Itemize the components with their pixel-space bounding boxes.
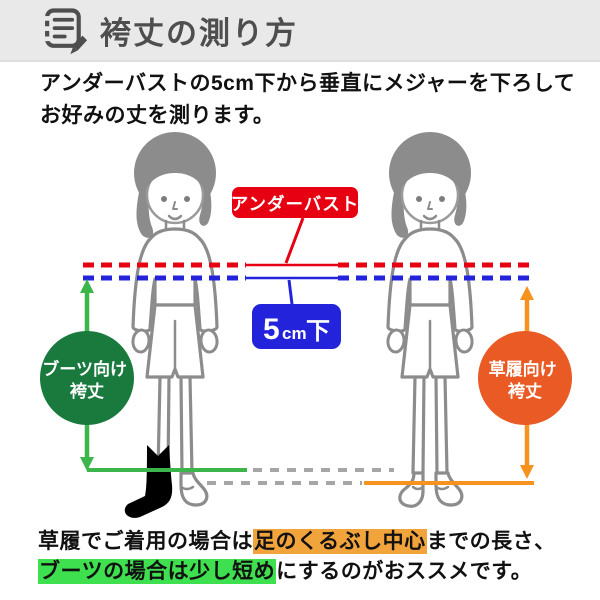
footer-line1-highlight: 足のくるぶし中心 [253,529,427,554]
fivecm-label: 5 cm 下 [252,304,341,349]
page-title: 袴丈の測り方 [100,15,298,51]
svg-text:ブーツ向け 袴丈: ブーツ向け 袴丈 [42,359,131,401]
footer-note: 草履でご着用の場合は足のくるぶし中心までの長さ、ブーツの場合は少し短めにするのが… [38,527,588,588]
footer-line2-highlight: ブーツの場合は少し短め [38,559,277,585]
footer-line1-post: までの長さ、 [426,530,556,553]
fivecm-leader [287,279,294,305]
fivecm-number: 5 [263,313,280,346]
svg-text:5 cm 下: 5 cm 下 [263,313,330,346]
footer-line2-post: にするのがおススメです。 [276,560,533,584]
boots-badge-line2: 袴丈 [69,381,104,401]
zori-badge-line1: 草履向け [489,359,557,379]
underbust-label: アンダーバスト [231,187,360,218]
intro-line2: お好みの丈を測ります。 [40,103,275,127]
boots-badge-line1: ブーツ向け [42,359,127,379]
fivecm-unit: cm [282,324,307,343]
zori-badge-line2: 袴丈 [507,381,542,401]
svg-text:草履向け 袴丈: 草履向け 袴丈 [489,359,562,401]
fivecm-suffix: 下 [306,318,330,345]
intro-text: アンダーバストの5cm下から垂直にメジャーを下ろしてお好みの丈を測ります。 [40,68,580,131]
figure-boots [124,130,220,518]
figure-zori [385,130,475,508]
intro-line1: アンダーバストの5cm下から垂直にメジャーを下ろして [40,72,576,95]
zori-length-badge: 草履向け 袴丈 [478,331,572,425]
header: 袴丈の測り方 [0,0,600,62]
footer-line1-pre: 草履でご着用の場合は [38,530,253,553]
boots-length-badge: ブーツ向け 袴丈 [40,331,134,425]
underbust-label-text: アンダーバスト [231,194,360,214]
underbust-leader [284,217,305,264]
clipboard-pencil-icon [43,8,88,54]
